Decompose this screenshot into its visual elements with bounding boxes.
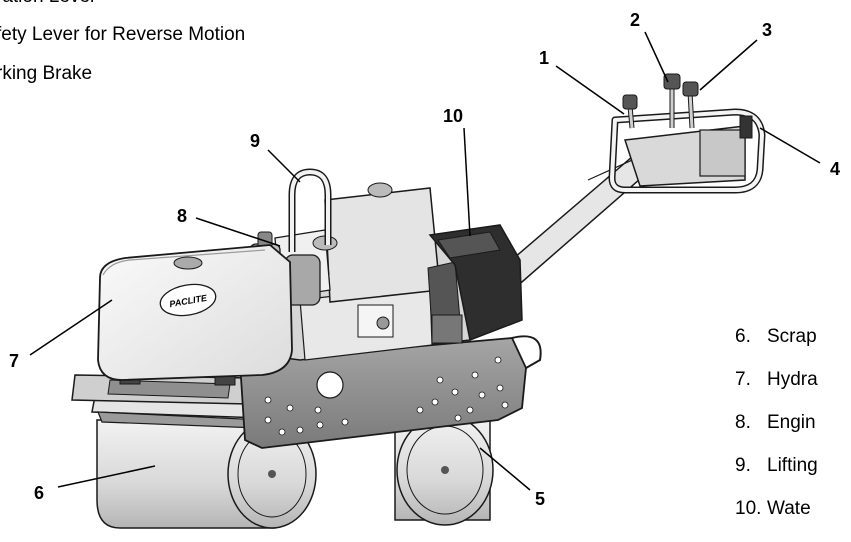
legend-item-6: 6. Scrap (735, 326, 817, 348)
legend-number: 10. (735, 498, 762, 519)
legend-number: 7. (735, 369, 751, 390)
leader-line-10 (463, 127, 471, 237)
callout-9: 9 (250, 131, 261, 151)
callout-4: 4 (830, 159, 841, 179)
legend-label: Lifting (767, 455, 818, 476)
callout-10: 10 (443, 106, 464, 126)
legend-label: Scrap (767, 326, 817, 347)
legend-number: 9. (735, 455, 751, 476)
water-tank (428, 224, 523, 342)
legend-number: 8. (735, 412, 751, 433)
callout-5: 5 (535, 489, 546, 509)
legend-label: Hydra (767, 369, 818, 390)
control-levers (622, 73, 699, 129)
handle-tube (498, 148, 657, 290)
legend-item-9: 9. Lifting (735, 455, 818, 477)
side-plate (239, 335, 542, 449)
callout-6: 6 (34, 483, 45, 503)
callout-2: 2 (630, 10, 641, 30)
callout-7: 7 (9, 351, 20, 371)
lifting-eye (288, 168, 332, 252)
callout-3: 3 (762, 20, 773, 40)
top-list-item: fety Lever for Reverse Motion (0, 24, 246, 45)
legend-number: 6. (735, 326, 751, 347)
top-list-item: rking Brake (0, 63, 93, 84)
front-drum (96, 419, 317, 529)
leader-line-7 (29, 299, 113, 356)
rear-drum (394, 414, 494, 526)
leader-line-1 (555, 65, 625, 115)
callout-1: 1 (539, 48, 550, 68)
brand-logo: PACLITE (159, 283, 217, 317)
legend-item-8: 8. Engin (735, 412, 816, 434)
leader-line-6 (57, 465, 156, 488)
legend-label: Engin (767, 412, 816, 433)
callout-8: 8 (177, 206, 188, 226)
leader-line-4 (759, 127, 821, 164)
handle-frame (608, 108, 766, 194)
legend-item-7: 7. Hydra (735, 369, 818, 391)
legend-item-10: 10.Wate (735, 498, 811, 520)
leader-line-8 (195, 217, 281, 247)
leader-line-2 (644, 31, 669, 83)
hood: PACLITE (97, 244, 293, 381)
top-list-item: ration Lever (0, 0, 96, 8)
leader-lines (29, 31, 821, 491)
leader-line-5 (479, 447, 531, 491)
leader-line-9 (267, 149, 301, 183)
legend-label: Wate (767, 498, 811, 519)
leader-line-3 (699, 39, 758, 91)
